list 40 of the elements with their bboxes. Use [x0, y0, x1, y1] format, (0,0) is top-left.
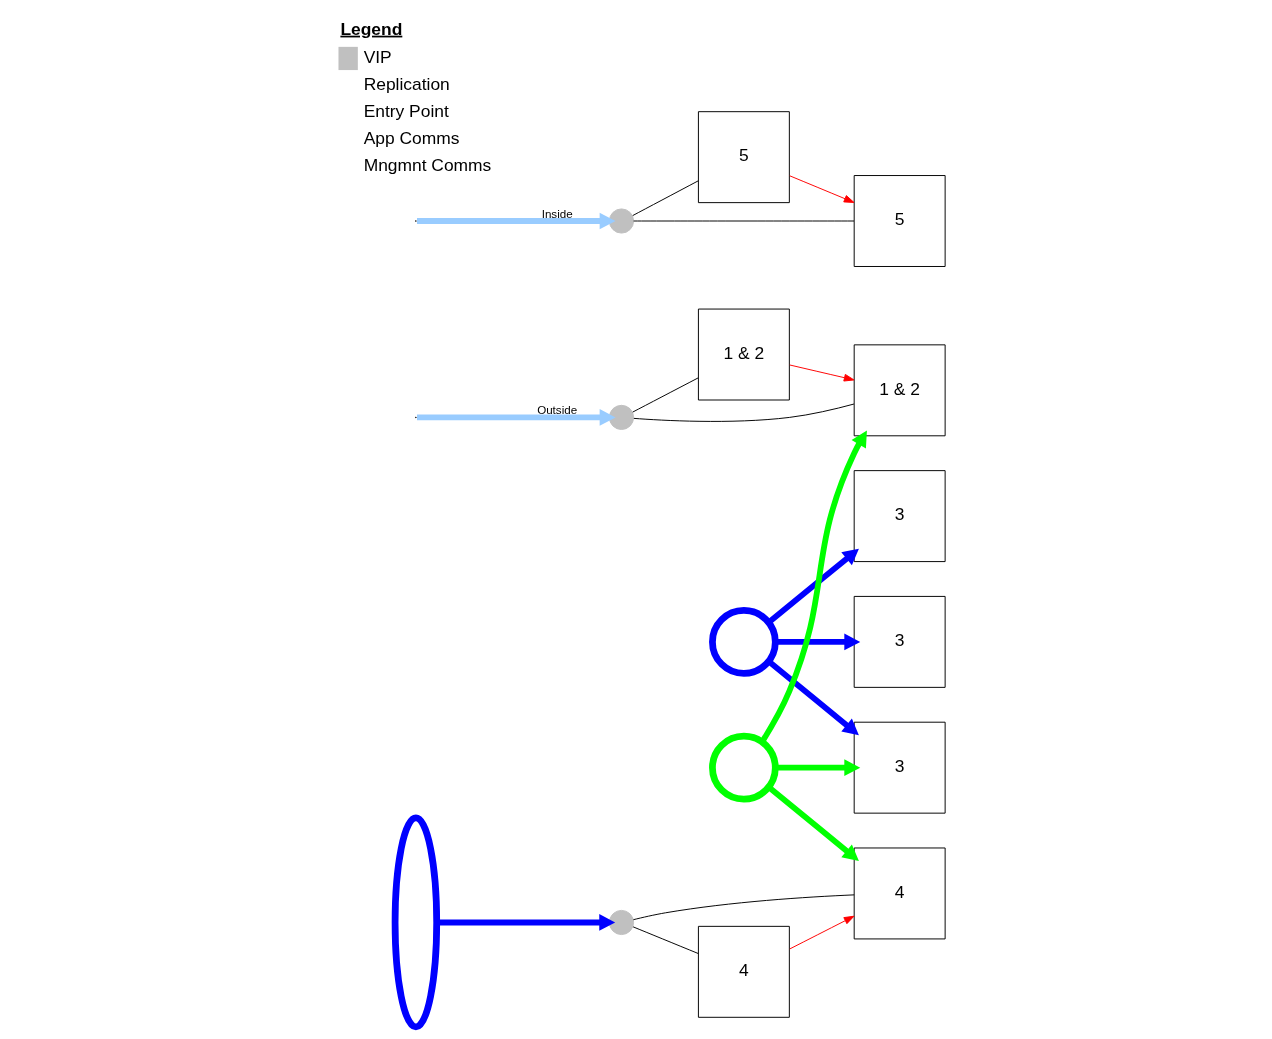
legend-label: Mngmnt Comms — [363, 155, 492, 176]
connector — [632, 377, 699, 413]
node-circle — [608, 909, 635, 936]
node-circle — [709, 732, 779, 803]
legend-label: Replication — [363, 73, 450, 94]
legend-label: Entry Point — [363, 100, 449, 121]
arrow — [775, 759, 861, 777]
arrow — [417, 409, 616, 426]
node-box: 5 — [853, 175, 946, 267]
node-box: 4 — [697, 925, 790, 1018]
arrow — [789, 915, 855, 950]
node-box: 1 & 2 — [697, 308, 790, 401]
node-box: 5 — [697, 111, 790, 204]
edge-label: Outside — [537, 403, 578, 417]
node-box: 3 — [853, 721, 946, 814]
arrow — [767, 659, 859, 736]
arrow — [417, 212, 616, 230]
label: Legend — [340, 18, 403, 39]
legend-label: VIP — [363, 46, 392, 67]
node-box: 3 — [853, 595, 946, 688]
node-ellipse — [391, 814, 441, 1031]
connector — [633, 403, 855, 422]
connector — [633, 220, 855, 222]
node-circle — [608, 208, 635, 234]
arrow — [775, 633, 861, 651]
connector — [632, 926, 699, 954]
node-circle — [709, 607, 779, 677]
arrow — [789, 364, 855, 382]
node-box: 4 — [853, 847, 946, 940]
edge-label: Inside — [541, 206, 573, 220]
node-circle — [608, 404, 635, 430]
connector — [632, 180, 699, 217]
arrow — [759, 430, 867, 744]
arrow — [767, 785, 859, 861]
arrow — [789, 175, 855, 203]
node-box: 3 — [853, 470, 946, 563]
connector — [632, 894, 855, 921]
legend-label: App Comms — [363, 128, 460, 148]
node-box: 1 & 2 — [853, 344, 946, 437]
arrow — [767, 548, 859, 625]
